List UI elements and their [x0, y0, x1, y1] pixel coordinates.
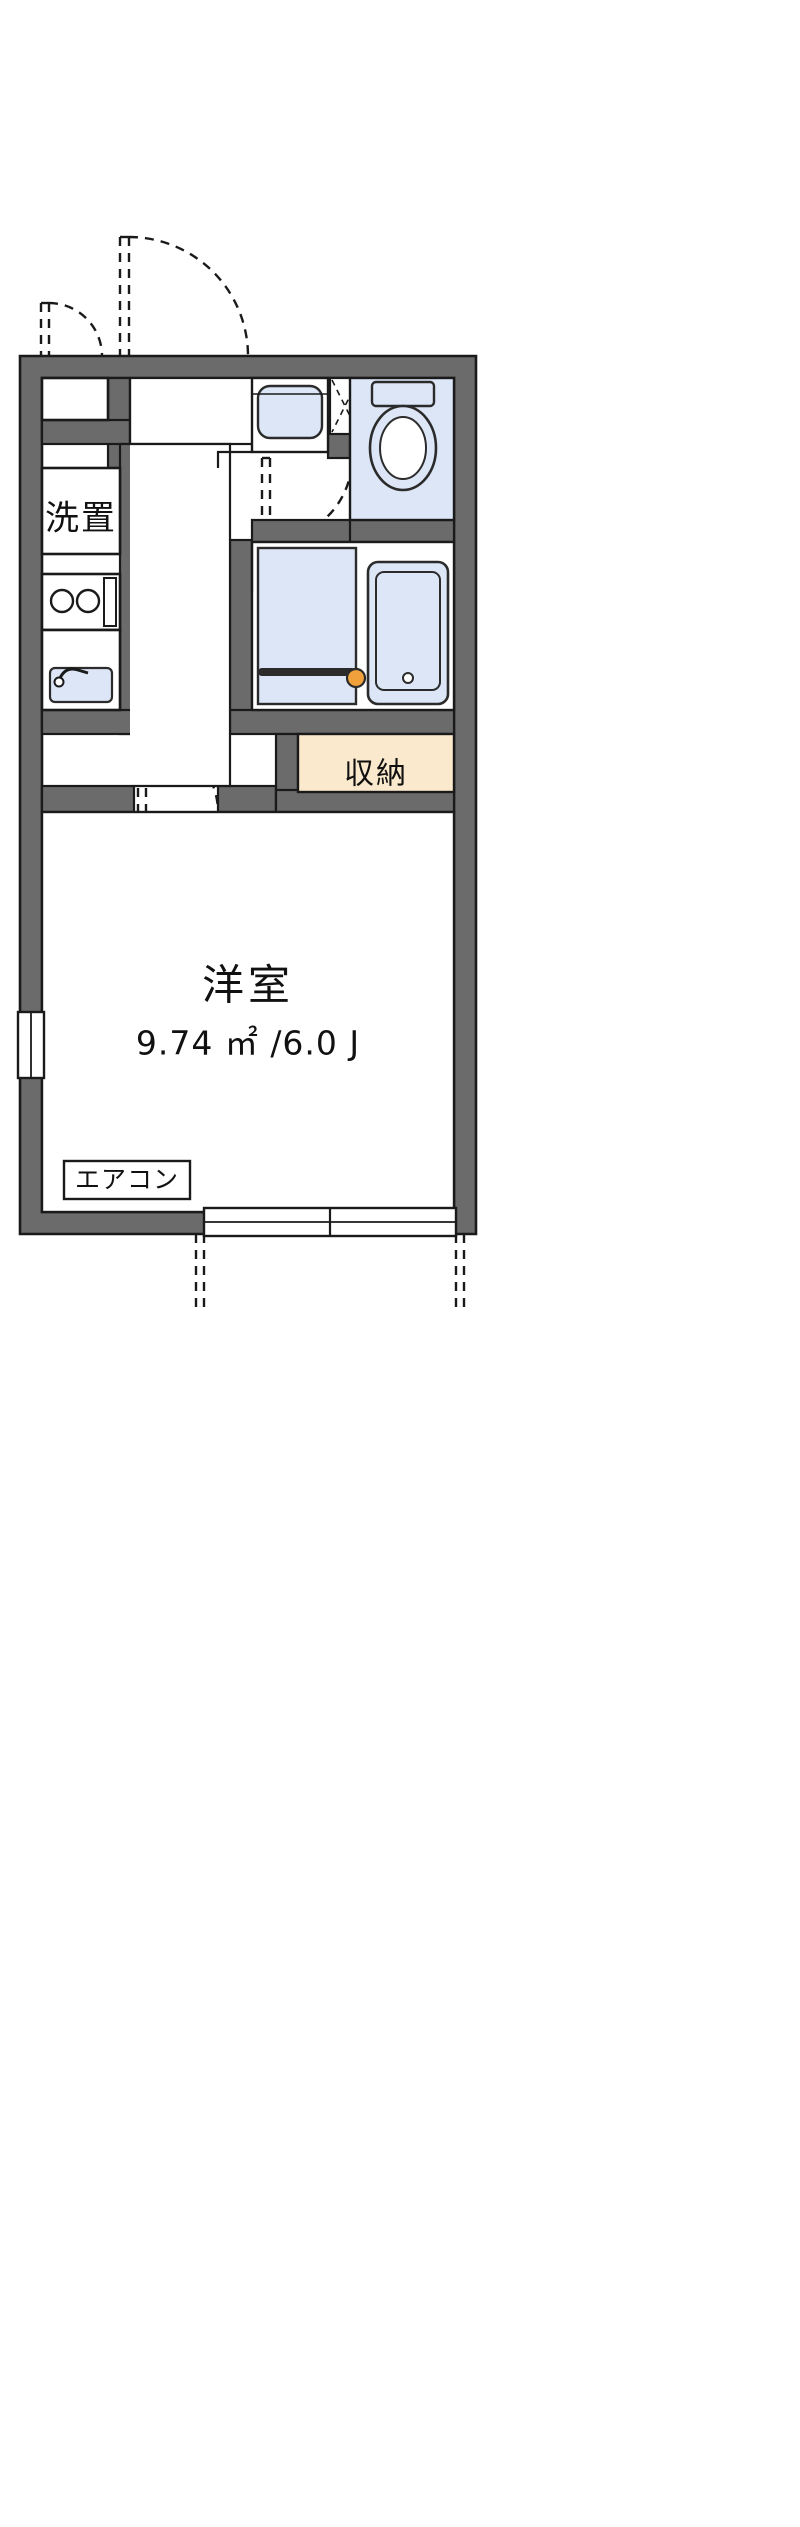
washer-label: 洗置 [45, 499, 117, 539]
stove-burner-left [49, 588, 75, 614]
bathtub-inner [375, 571, 441, 691]
storage-bottom-wall [274, 788, 456, 814]
room-main: 洋室 9.74 ㎡ /6.0 J エアコン [40, 810, 456, 1214]
washer-pan [40, 466, 122, 556]
main-room-label: 洋室 [202, 961, 294, 1010]
stove-rail [103, 577, 117, 627]
entry-hall-floor [130, 444, 230, 786]
room-storage: 収納 [296, 732, 456, 794]
entry-hall-outline [130, 442, 232, 788]
meter-box-door-swing [39, 301, 104, 357]
kitchen-faucet-base [53, 676, 65, 688]
hall-bath-partition [228, 538, 254, 734]
room-bath [250, 540, 456, 712]
shoebox-base-wall [40, 418, 132, 446]
stove-burner-right [75, 588, 101, 614]
aircon-label: エアコン [75, 1165, 179, 1194]
toilet-seat-inner [379, 416, 427, 480]
entrance-door-swing [118, 235, 250, 357]
room-kitchen [40, 572, 122, 712]
vanity-corner-chamfer [216, 450, 252, 468]
toilet-bath-partition [250, 518, 456, 544]
vanity-basin [256, 384, 324, 440]
bathtub-drain [402, 672, 414, 684]
storage-label: 収納 [344, 757, 408, 792]
kitchen-faucet [58, 667, 89, 679]
toilet-tank [370, 380, 436, 408]
room-washer: 洗置 [40, 466, 122, 556]
door-leaf-group [250, 520, 352, 592]
hall-floor-divider-right [216, 784, 278, 814]
window-group [16, 1010, 458, 1238]
room-toilet [348, 376, 456, 522]
kitchen-sink-basin [48, 666, 114, 704]
bath-wash-counter [256, 546, 358, 706]
main-room-floor [40, 810, 456, 1214]
balcony-window-rails [194, 1234, 466, 1310]
shoe-box [40, 376, 110, 422]
aircon-unit [62, 1159, 192, 1201]
storage-floor [296, 732, 456, 794]
hall-floor-divider [40, 784, 136, 814]
bath-bottom-wall [228, 708, 456, 736]
kitchen-base-wall [40, 708, 144, 736]
bath-drain [345, 667, 367, 689]
main-room-area-label: 9.74 ㎡ /6.0 J [136, 1024, 360, 1063]
